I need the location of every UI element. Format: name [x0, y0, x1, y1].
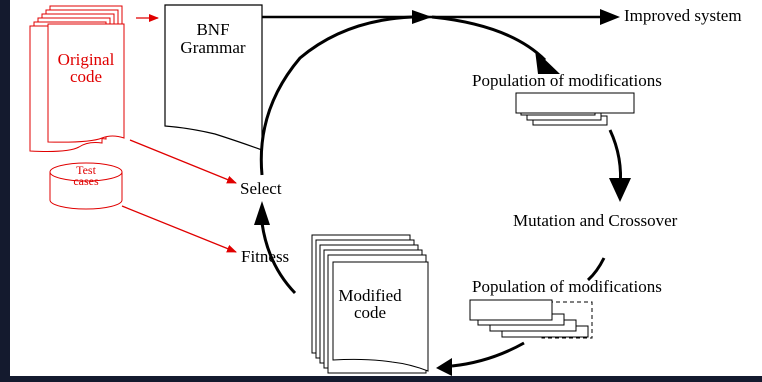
test-cases-cylinder: Test cases	[49, 162, 123, 210]
grammar-arrowhead	[412, 10, 432, 24]
population-arrowhead	[535, 50, 560, 74]
modified-code-label-2: code	[354, 303, 386, 322]
mutation-crossover-label: Mutation and Crossover	[513, 211, 678, 230]
cycle-arc-select-to-grammar	[259, 15, 413, 176]
test-to-fitness-arrow	[121, 205, 237, 253]
improved-system-label: Improved system	[624, 6, 742, 25]
population-bottom-stack	[469, 299, 593, 339]
cycle-arc-to-population2	[586, 257, 606, 282]
bnf-grammar-doc: BNF Grammar	[164, 4, 263, 151]
original-code-label-1: Original	[58, 50, 115, 69]
select-arrowhead	[254, 201, 270, 225]
mutation-arrowhead	[609, 178, 631, 202]
test-cases-label-1: Test	[76, 163, 96, 177]
modified-code-label-1: Modified	[338, 286, 402, 305]
bnf-label-2: Grammar	[180, 38, 245, 57]
fitness-label: Fitness	[241, 247, 289, 266]
modified-arrowhead	[436, 358, 452, 376]
output-arrowhead	[600, 9, 620, 25]
population-top-stack	[515, 92, 635, 126]
bnf-label-1: BNF	[196, 20, 229, 39]
cycle-arc-to-select	[260, 222, 297, 295]
original-code-label-2: code	[70, 67, 102, 86]
cycle-arc-to-modified	[451, 341, 525, 368]
original-code-sheet: Original code	[47, 23, 125, 143]
test-cases-label-2: cases	[73, 174, 99, 188]
select-label: Select	[240, 179, 282, 198]
modified-code-sheet: Modified code	[332, 261, 429, 372]
population-top-label: Population of modifications	[472, 71, 662, 90]
population-bottom-label: Population of modifications	[472, 277, 662, 296]
cycle-arc-to-population	[431, 15, 547, 62]
original-to-select-arrow	[129, 139, 237, 184]
